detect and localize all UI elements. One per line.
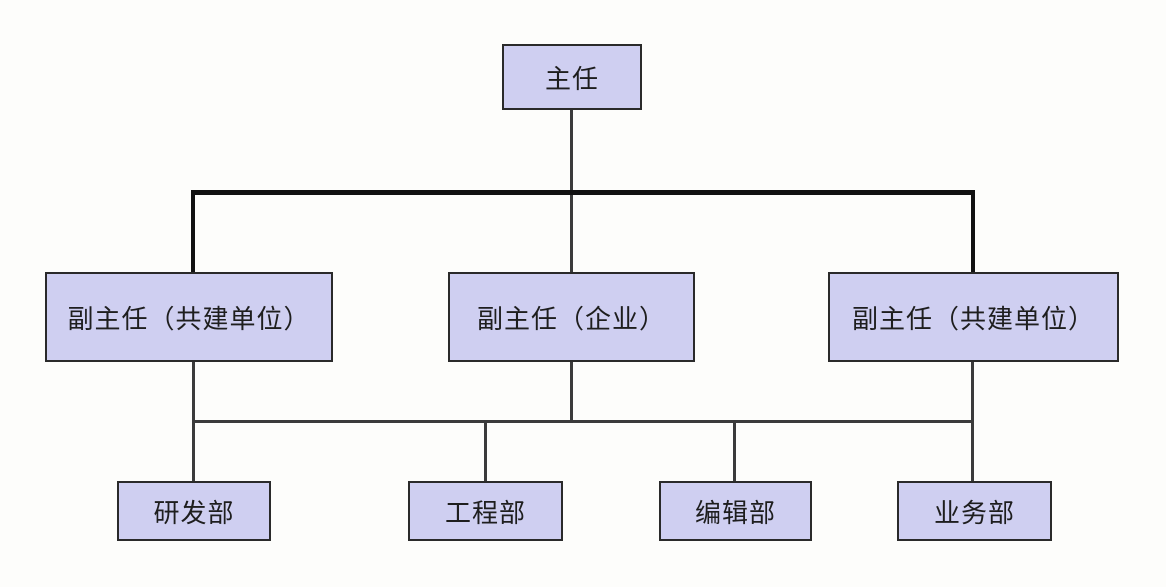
org-node-director: 主任 — [502, 44, 642, 110]
org-node-dept-rnd-label: 研发部 — [153, 497, 235, 528]
org-node-dept-rnd: 研发部 — [117, 481, 271, 541]
org-node-deputy-center-label: 副主任（企业） — [476, 303, 666, 334]
org-node-dept-editorial: 编辑部 — [659, 481, 812, 541]
org-node-dept-editorial-label: 编辑部 — [694, 497, 776, 528]
org-node-deputy-coconstruction-left: 副主任（共建单位） — [45, 272, 333, 362]
connector-level1-center-drop — [570, 195, 573, 272]
connector-root-stem — [570, 110, 573, 192]
org-node-deputy-coconstruction-right: 副主任（共建单位） — [828, 272, 1119, 362]
connector-level1-bus — [191, 190, 975, 195]
connector-level1-right-drop — [971, 190, 975, 272]
org-node-dept-business-label: 业务部 — [933, 497, 1015, 528]
connector-editorial-drop — [733, 420, 736, 481]
connector-level1-left-drop — [191, 190, 195, 272]
org-node-dept-engineering: 工程部 — [408, 481, 563, 541]
org-node-dept-engineering-label: 工程部 — [444, 497, 526, 528]
org-node-deputy-left-label: 副主任（共建单位） — [67, 303, 311, 334]
org-node-director-label: 主任 — [544, 63, 599, 94]
org-node-deputy-right-label: 副主任（共建单位） — [851, 303, 1095, 334]
connector-level2-bus — [192, 420, 974, 423]
org-node-dept-business: 业务部 — [897, 481, 1052, 541]
connector-engineering-drop — [484, 420, 487, 481]
org-node-deputy-enterprise: 副主任（企业） — [448, 272, 695, 362]
connector-deputy2-stem — [570, 362, 573, 423]
